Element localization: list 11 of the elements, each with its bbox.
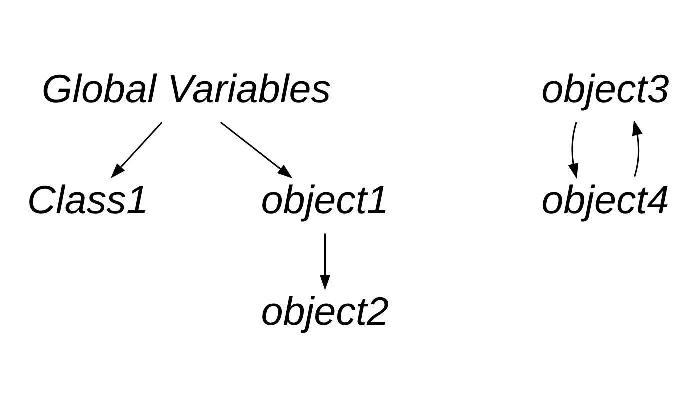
arrow: [220, 121, 293, 178]
arrow: [110, 122, 163, 178]
node-text: object3: [542, 66, 670, 111]
node-text: Class1: [27, 178, 148, 222]
arrow: [568, 122, 579, 179]
node-text: Global Variables: [42, 66, 332, 111]
node-text: object1: [261, 178, 390, 222]
node-text: object2: [261, 289, 390, 334]
arrow: [632, 120, 643, 177]
node-text: object4: [542, 178, 670, 222]
arrow: [320, 233, 331, 290]
